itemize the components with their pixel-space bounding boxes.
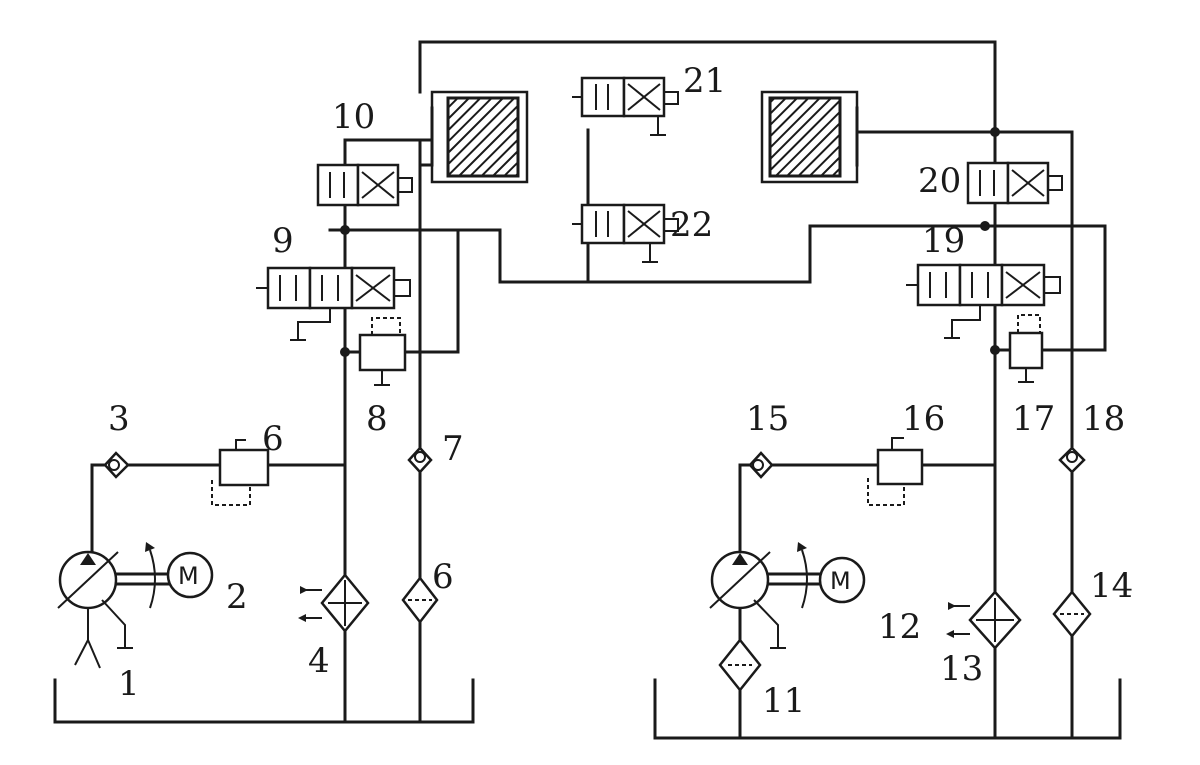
left-circuit-lines: [90, 138, 502, 724]
valve-22: [572, 203, 679, 263]
valve-10: [316, 163, 413, 207]
valve-6-upper: [211, 439, 270, 506]
check-valve-7: [407, 446, 433, 474]
label-22: 22: [670, 205, 713, 245]
right-cylinder: [760, 90, 859, 184]
valve-20: [966, 161, 1063, 205]
label-14: 14: [1090, 566, 1133, 606]
cooler-4: [298, 573, 370, 633]
label-2: 2: [226, 577, 248, 617]
label-3: 3: [108, 399, 130, 439]
filter-14: [1052, 590, 1092, 638]
motor-2-letter: M: [178, 562, 199, 590]
label-9: 9: [272, 221, 294, 261]
label-15: 15: [746, 399, 789, 439]
junction-dots: [340, 127, 1000, 357]
check-valve-18: [1058, 446, 1086, 474]
check-valve-15: [748, 451, 774, 479]
label-6-upper: 6: [262, 419, 284, 459]
label-19: 19: [922, 221, 965, 261]
valve-9: [256, 266, 411, 341]
filter-6-lower: [401, 575, 439, 625]
pump-right: [709, 542, 824, 649]
label-13: 13: [940, 649, 983, 689]
valve-21: [572, 76, 679, 136]
top-frame-lines: [418, 40, 997, 284]
label-8: 8: [366, 399, 388, 439]
relief-valve-17: [1008, 314, 1044, 383]
label-4: 4: [308, 641, 330, 681]
right-tank: [653, 678, 1122, 740]
check-valve-3: [103, 451, 130, 479]
filter-11: [718, 637, 762, 693]
label-11: 11: [762, 681, 805, 721]
valve-16: [867, 437, 924, 506]
label-1: 1: [118, 664, 140, 704]
label-16: 16: [902, 399, 945, 439]
label-10: 10: [332, 97, 375, 137]
label-20: 20: [918, 161, 961, 201]
cooler-13: [946, 590, 1022, 650]
left-cylinder: [430, 90, 529, 184]
label-18: 18: [1082, 399, 1125, 439]
label-7: 7: [442, 429, 464, 469]
motor-right-letter: M: [830, 567, 851, 595]
label-12: 12: [878, 607, 921, 647]
valve-19: [906, 263, 1061, 339]
left-tank: [53, 678, 475, 724]
component-labels: 1 2 3 4 6 6 7 8 9 10 11 12 13 14 15 16 1…: [108, 61, 1133, 721]
motor-2: M: [166, 551, 214, 599]
label-17: 17: [1012, 399, 1055, 439]
label-6-lower: 6: [432, 557, 454, 597]
motor-right: M: [818, 556, 866, 604]
relief-valve-8: [358, 317, 407, 386]
label-21: 21: [683, 61, 726, 101]
pump-1: [57, 542, 170, 669]
